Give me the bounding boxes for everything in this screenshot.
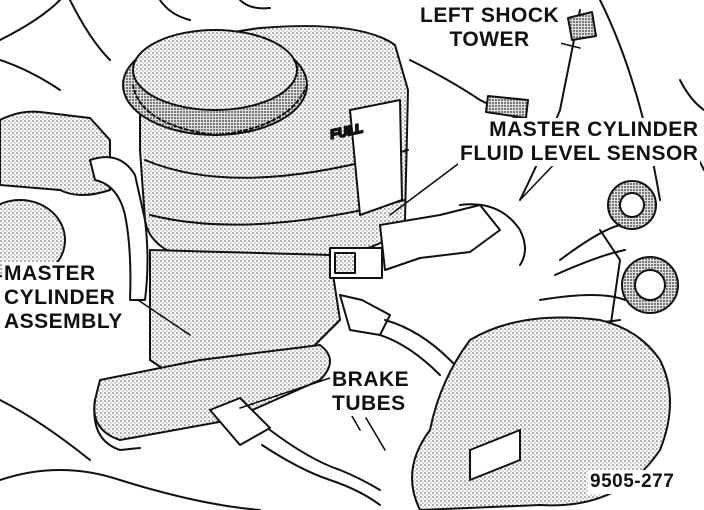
label-left-shock-tower: LEFT SHOCK TOWER	[418, 4, 562, 52]
figure-id: 9505-277	[588, 470, 677, 494]
lower-right-hose	[411, 316, 671, 510]
label-master-cylinder-assembly: MASTER CYLINDER ASSEMBLY	[2, 262, 125, 334]
master-cylinder-body	[93, 249, 341, 451]
left-hose	[0, 59, 149, 301]
label-fluid-level-sensor: MASTER CYLINDER FLUID LEVEL SENSOR	[458, 118, 701, 166]
brake-tube-fittings	[209, 294, 471, 506]
label-brake-tubes: BRAKE TUBES	[330, 368, 412, 416]
reservoir-cap	[122, 29, 308, 136]
right-lines	[539, 180, 679, 331]
shock-tower-stud	[485, 11, 597, 119]
fluid-level-sensor-connector	[329, 203, 526, 279]
